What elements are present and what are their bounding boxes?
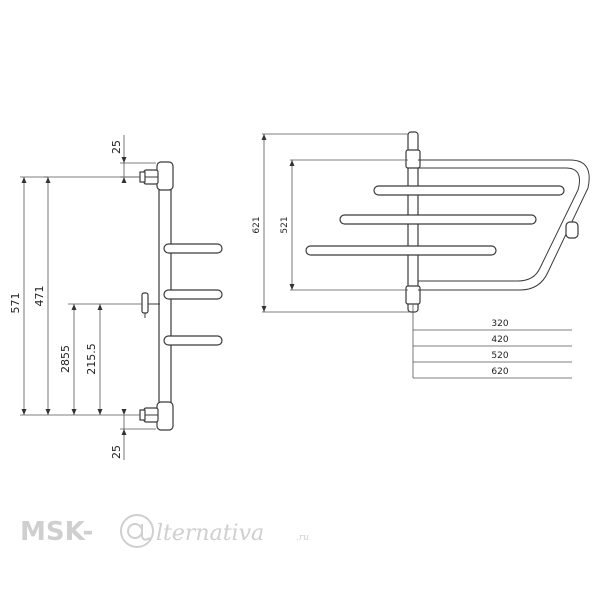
shelf-bar-top	[373, 185, 565, 196]
towel-bar-lower	[163, 335, 223, 346]
front-view: 25 25 571 471 2855 215.5	[9, 135, 223, 460]
bottom-connection-fitting	[139, 407, 159, 423]
at-sign-icon	[120, 514, 154, 548]
wall-bracket-valve	[141, 292, 160, 318]
watermark-script: lternativa	[156, 521, 264, 546]
wall-post-bottom-fitting	[405, 285, 421, 305]
dim-valve-height-a: 2855	[59, 345, 72, 373]
riser-bottom-cap	[156, 401, 174, 431]
watermark-tld: .ru	[296, 533, 309, 543]
riser-top-cap	[156, 161, 174, 191]
side-view: 621 521 320 420 520 620	[252, 131, 590, 379]
towel-bar-middle	[163, 289, 223, 300]
shelf-bar-bottom	[305, 245, 497, 256]
shelf-bar-middle	[339, 214, 537, 225]
dim-total-height: 571	[9, 293, 22, 314]
dim-bottom-offset: 25	[110, 445, 123, 459]
dim-depth-1: 320	[491, 319, 508, 329]
dim-depth-4: 620	[491, 367, 508, 377]
dim-depth-3: 520	[491, 351, 508, 361]
dim-valve-height-b: 215.5	[85, 343, 98, 375]
watermark-prefix: MSK-	[20, 517, 93, 547]
inner-frame-loop	[418, 167, 580, 282]
watermark: MSK- lternativa .ru	[20, 514, 309, 548]
dim-height-inner: 521	[280, 216, 290, 233]
dim-top-offset: 25	[110, 140, 123, 154]
dim-height-outer: 621	[252, 216, 262, 233]
dim-pipe-spacing: 471	[33, 286, 46, 307]
side-knob	[565, 221, 579, 239]
towel-bar-upper	[163, 243, 223, 254]
wall-post-top-fitting	[405, 149, 421, 169]
top-connection-fitting	[139, 169, 159, 185]
outer-frame-loop	[418, 159, 590, 291]
dim-depth-2: 420	[491, 335, 508, 345]
